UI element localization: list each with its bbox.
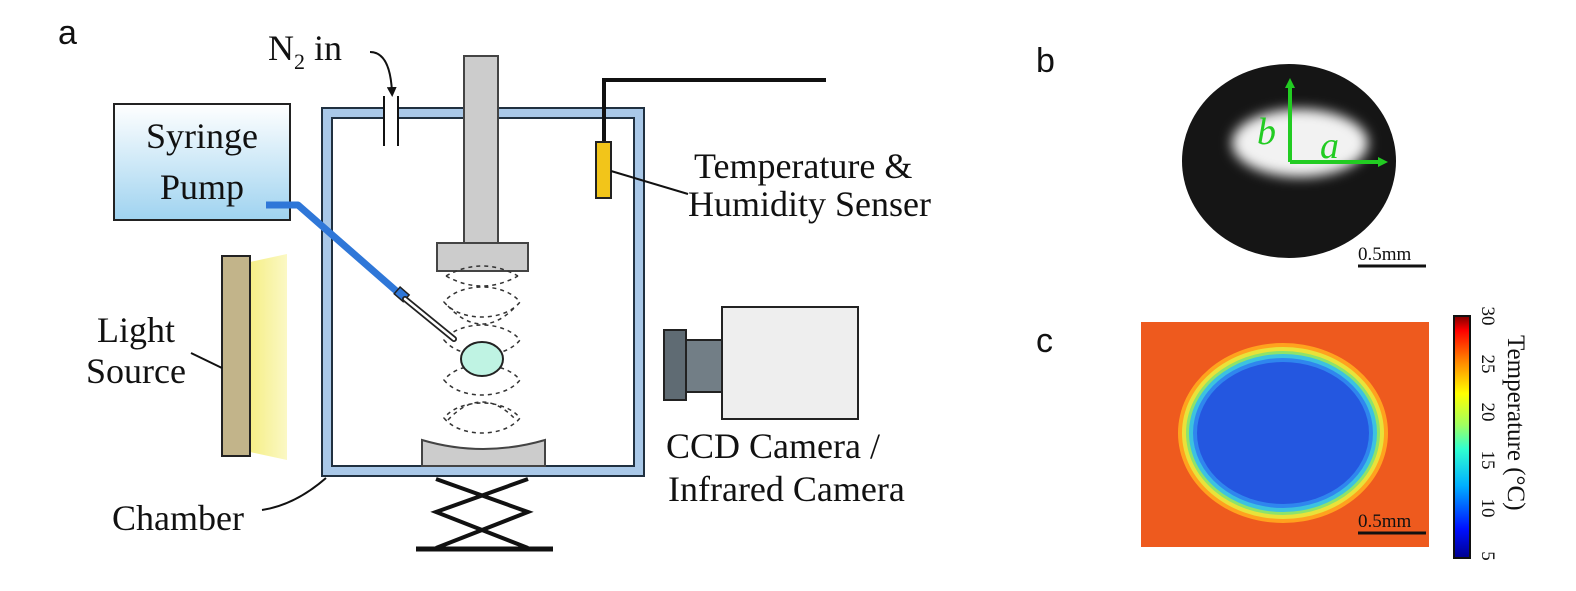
colorbar-title: Temperature (°C) <box>1502 335 1529 511</box>
light-source <box>221 255 251 457</box>
n2-label: N2 in <box>268 28 342 74</box>
panel-a: a <box>58 14 931 552</box>
camera-label-2: Infrared Camera <box>668 469 905 509</box>
colorbar-tick-label: 5 <box>1477 551 1498 561</box>
sensor-leader <box>610 170 689 195</box>
panel-c: c 0.5mm 5 10 15 20 25 30 Temperature (°C) <box>1036 307 1529 561</box>
panel-letter-a: a <box>58 14 77 52</box>
syringe-pump-label-2: Pump <box>160 167 244 207</box>
scale-label-c: 0.5mm <box>1358 511 1412 532</box>
droplet-glare <box>1232 109 1368 177</box>
colorbar-tick-label: 20 <box>1477 403 1498 422</box>
sensor-cable <box>602 78 826 142</box>
colorbar-tick-label: 30 <box>1477 307 1498 326</box>
panel-letter-b: b <box>1036 42 1055 80</box>
horn-head <box>436 242 529 272</box>
syringe-tube <box>266 201 405 299</box>
inlet-gap <box>384 104 398 122</box>
axis-b-label: b <box>1257 111 1276 153</box>
syringe-pump-box <box>113 103 291 221</box>
light-source-label-2: Source <box>86 351 186 391</box>
scissor-lift <box>416 477 553 552</box>
chamber-leader <box>261 477 327 511</box>
camera-label-1: CCD Camera / <box>666 426 880 466</box>
scale-label-b: 0.5mm <box>1358 244 1412 265</box>
levitated-droplet <box>460 341 504 377</box>
panel-b: b b a 0.5mm <box>1036 42 1426 268</box>
light-source-label-1: Light <box>97 310 175 350</box>
sensor <box>595 141 612 199</box>
sensor-label-1: Temperature & <box>694 146 912 186</box>
colorbar-tick-label: 10 <box>1477 499 1498 518</box>
syringe-pump-label-1: Syringe <box>146 116 258 156</box>
colorbar-ticks: 5 10 15 20 25 30 <box>1477 307 1498 561</box>
reflector <box>421 438 546 467</box>
colorbar-tick-label: 25 <box>1477 355 1498 374</box>
n2-arrow <box>369 51 397 97</box>
light-leader <box>190 352 223 369</box>
horn-stem <box>463 55 499 245</box>
colorbar-tick-label: 15 <box>1477 451 1498 470</box>
sensor-label-2: Humidity Senser <box>688 184 931 224</box>
thermal-core <box>1197 362 1369 504</box>
camera <box>663 306 859 420</box>
needle <box>403 297 456 341</box>
chamber-label: Chamber <box>112 498 244 538</box>
light-beam <box>250 254 287 460</box>
colorbar <box>1453 315 1471 559</box>
panel-letter-c: c <box>1036 322 1053 360</box>
axis-a-label: a <box>1320 125 1339 167</box>
